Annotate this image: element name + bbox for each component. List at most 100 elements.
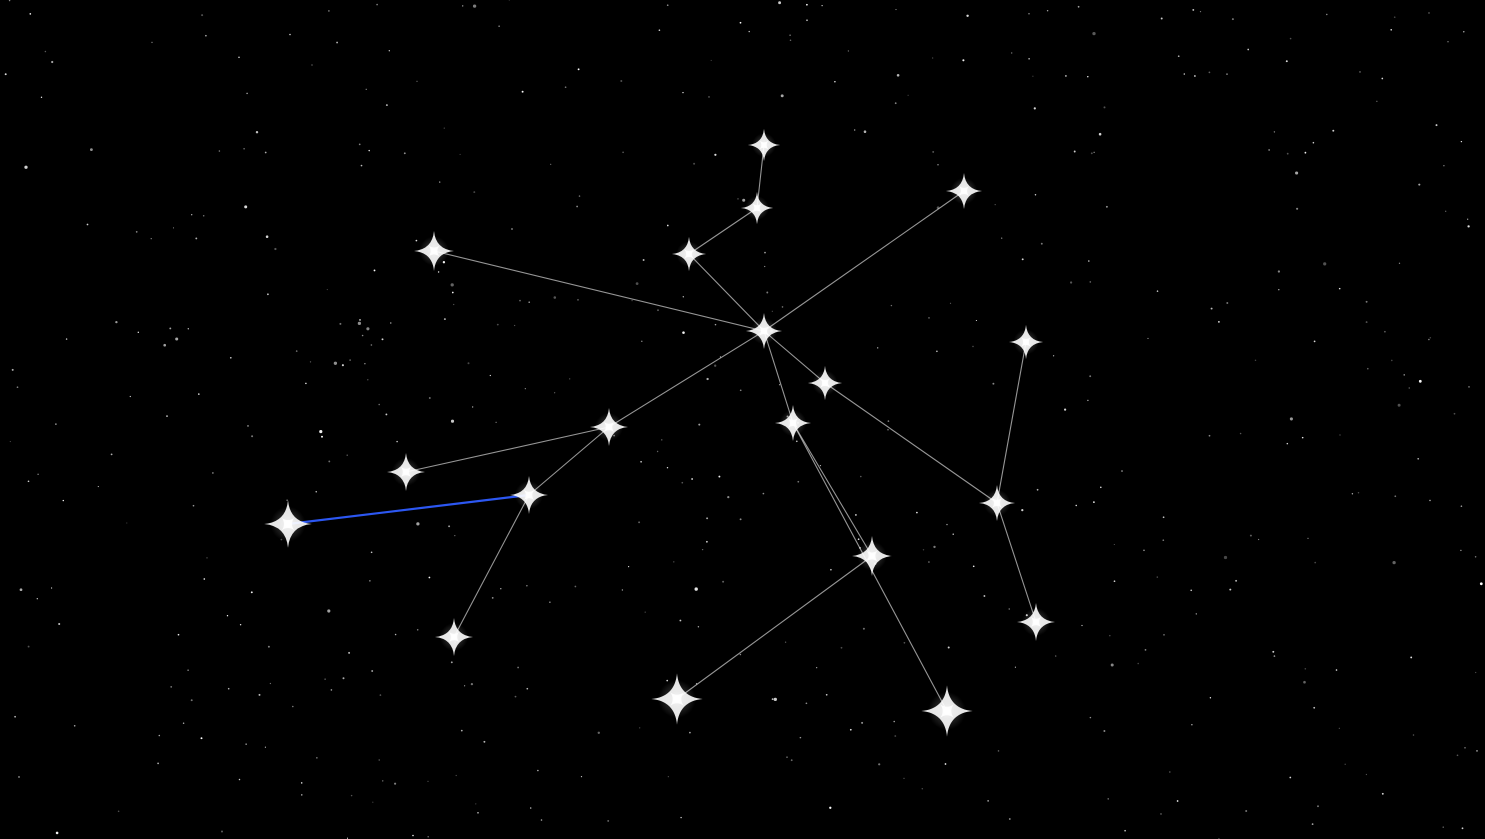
- connection-line[interactable]: [763, 330, 794, 424]
- background-star: [1323, 262, 1327, 266]
- background-star: [1210, 307, 1213, 310]
- connection-line[interactable]: [824, 382, 998, 504]
- constellation-star-s15[interactable]: [978, 484, 1016, 522]
- background-star: [1394, 495, 1397, 498]
- constellation-star-s14[interactable]: [651, 673, 703, 725]
- background-star: [944, 763, 947, 765]
- background-star: [245, 743, 247, 745]
- constellation-star-s3[interactable]: [590, 408, 628, 446]
- background-star: [212, 472, 214, 474]
- star-core: [869, 553, 875, 559]
- background-star: [710, 59, 712, 61]
- constellation-star-s19[interactable]: [747, 128, 781, 162]
- background-star: [470, 682, 474, 686]
- connection-line[interactable]: [763, 330, 826, 384]
- star-core: [761, 142, 767, 148]
- constellation-star-s5[interactable]: [387, 453, 425, 491]
- constellation-star-s2[interactable]: [510, 476, 548, 514]
- star-core: [673, 695, 681, 703]
- background-star: [203, 578, 206, 580]
- background-star: [1231, 18, 1234, 21]
- background-star: [1093, 151, 1095, 153]
- background-star: [1335, 669, 1338, 671]
- background-star: [1286, 442, 1289, 445]
- connection-line[interactable]: [792, 422, 873, 557]
- constellation-star-s18[interactable]: [740, 191, 774, 225]
- background-star: [1229, 588, 1232, 591]
- background-star: [1089, 716, 1092, 719]
- constellation-star-s10[interactable]: [774, 404, 812, 442]
- constellation-star-s11[interactable]: [807, 365, 843, 401]
- background-star: [300, 782, 303, 784]
- selected-connection-line[interactable]: [287, 493, 530, 526]
- connection-line[interactable]: [528, 426, 610, 496]
- background-star: [694, 587, 698, 591]
- constellation-star-s16[interactable]: [1008, 324, 1044, 360]
- background-star: [396, 440, 398, 443]
- connection-line[interactable]: [405, 426, 610, 473]
- background-star: [829, 806, 832, 809]
- connection-line[interactable]: [996, 341, 1027, 504]
- constellation-star-s13[interactable]: [921, 685, 973, 737]
- background-star: [370, 344, 373, 346]
- background-star: [805, 702, 808, 705]
- background-star: [498, 25, 500, 27]
- background-star: [1156, 290, 1159, 292]
- background-star: [27, 480, 30, 483]
- background-star: [394, 633, 397, 636]
- constellation-star-s4[interactable]: [435, 618, 473, 656]
- constellation-star-s17[interactable]: [1017, 603, 1055, 641]
- background-star: [878, 763, 881, 766]
- background-star: [27, 645, 30, 648]
- background-star: [698, 423, 701, 426]
- background-star: [177, 633, 180, 636]
- connection-line[interactable]: [763, 190, 965, 332]
- constellation-star-s6[interactable]: [745, 312, 783, 350]
- background-star: [894, 102, 897, 105]
- background-star: [1177, 55, 1180, 58]
- background-star: [887, 428, 889, 431]
- background-star: [264, 746, 266, 748]
- connection-line[interactable]: [676, 555, 873, 700]
- connection-line[interactable]: [688, 253, 765, 332]
- background-star: [778, 1, 782, 5]
- constellation-star-s12[interactable]: [852, 536, 892, 576]
- connection-line[interactable]: [433, 250, 765, 332]
- constellation-star-s1[interactable]: [264, 500, 312, 548]
- star-core: [284, 520, 292, 528]
- background-star: [190, 699, 193, 702]
- background-star: [1168, 771, 1171, 773]
- connection-line[interactable]: [688, 207, 758, 255]
- background-star: [742, 198, 746, 202]
- background-star: [554, 392, 556, 394]
- background-star: [1311, 823, 1314, 825]
- connection-line[interactable]: [996, 502, 1037, 623]
- background-star: [1160, 17, 1163, 20]
- connection-line[interactable]: [608, 330, 765, 428]
- constellation-star-s9[interactable]: [945, 172, 983, 210]
- background-star: [1461, 827, 1464, 830]
- background-star: [1338, 287, 1341, 290]
- background-star: [265, 235, 269, 238]
- background-star: [192, 504, 195, 507]
- background-star: [621, 589, 624, 591]
- connection-line[interactable]: [453, 494, 530, 638]
- background-star: [357, 321, 362, 326]
- star-core: [943, 707, 951, 715]
- constellation-star-s7[interactable]: [414, 231, 454, 271]
- background-star: [771, 698, 774, 700]
- background-star: [580, 775, 583, 778]
- background-star: [903, 641, 906, 644]
- background-star: [472, 4, 477, 8]
- star-core: [526, 492, 532, 498]
- background-star: [706, 517, 709, 520]
- background-star: [847, 50, 850, 52]
- background-star: [135, 231, 138, 233]
- background-star: [894, 735, 897, 737]
- star-core: [994, 500, 1000, 506]
- background-star: [415, 239, 418, 242]
- background-star: [1249, 534, 1252, 537]
- constellation-star-s8[interactable]: [671, 236, 707, 272]
